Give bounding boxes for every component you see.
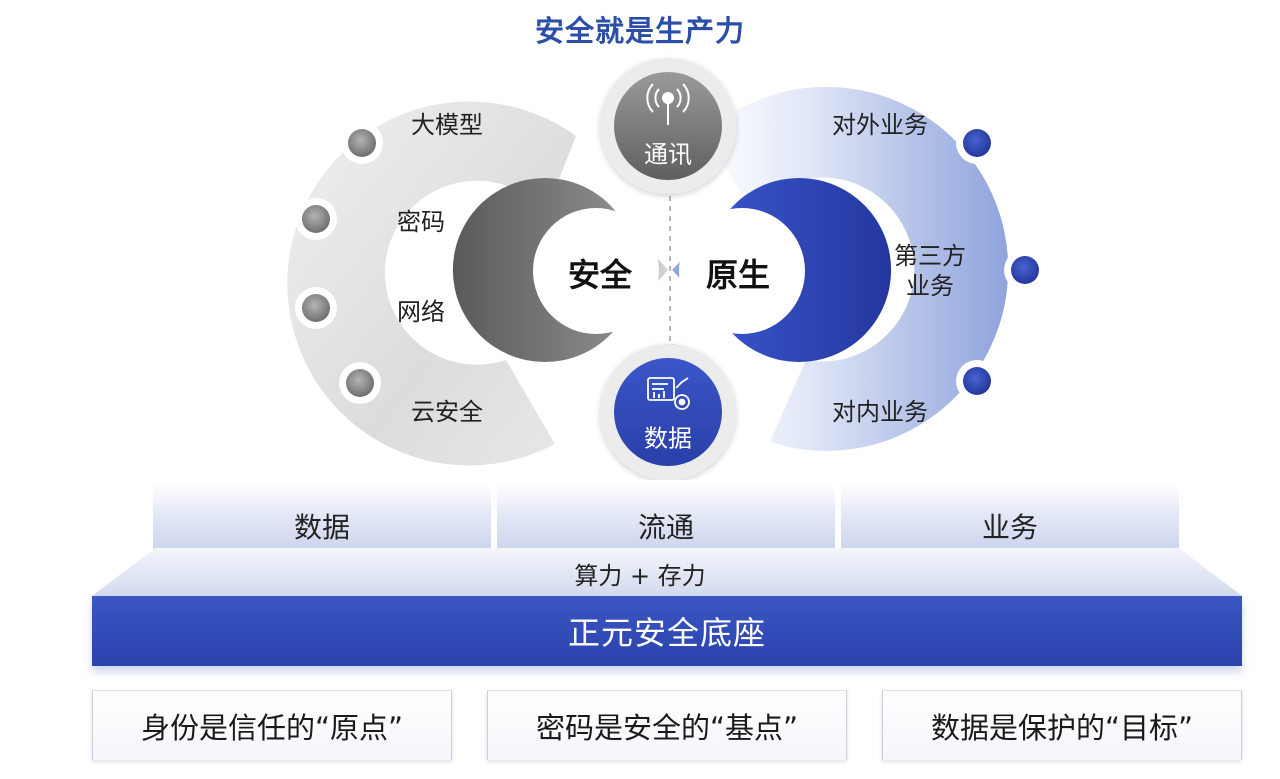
right-item-third-party-business: 第三方 业务 bbox=[894, 242, 966, 300]
right-core-label: 原生 bbox=[705, 256, 771, 294]
right-item-internal-business: 对内业务 bbox=[832, 398, 928, 426]
page-title: 安全就是生产力 bbox=[534, 14, 745, 48]
left-item-cloud-security: 云安全 bbox=[411, 398, 483, 426]
left-ring-dots bbox=[295, 122, 383, 404]
principle-identity: 身份是信任的“原点” bbox=[92, 690, 452, 760]
antenna-icon bbox=[646, 83, 690, 125]
bottom-bubble-label: 数据 bbox=[644, 424, 692, 453]
security-base-label: 正元安全底座 bbox=[567, 614, 766, 652]
security-base: 正元安全底座 bbox=[92, 596, 1242, 666]
principle-data: 数据是保护的“目标” bbox=[882, 690, 1242, 760]
data-dashboard-icon bbox=[647, 377, 690, 410]
pillar-data: 数据 bbox=[153, 484, 491, 550]
left-core-disc bbox=[533, 208, 659, 334]
right-ring-dots bbox=[956, 122, 1046, 402]
bottom-bubble bbox=[600, 344, 736, 480]
compute-layer bbox=[92, 548, 1242, 596]
top-bubble bbox=[600, 58, 736, 194]
pillar-circulation: 流通 bbox=[497, 484, 835, 550]
top-bubble-label: 通讯 bbox=[644, 140, 692, 169]
pillar-business: 业务 bbox=[841, 484, 1179, 550]
infinity-diagram bbox=[287, 58, 1046, 480]
left-core-label: 安全 bbox=[567, 256, 633, 294]
compute-label: 算力 + 存力 bbox=[574, 562, 706, 590]
right-item-external-business: 对外业务 bbox=[832, 111, 928, 139]
left-item-network: 网络 bbox=[397, 298, 445, 326]
left-item-llm: 大模型 bbox=[411, 111, 483, 139]
principle-crypto: 密码是安全的“基点” bbox=[487, 690, 847, 760]
left-item-crypto: 密码 bbox=[397, 208, 445, 236]
right-ring bbox=[704, 86, 1009, 451]
right-core-disc bbox=[679, 208, 805, 334]
